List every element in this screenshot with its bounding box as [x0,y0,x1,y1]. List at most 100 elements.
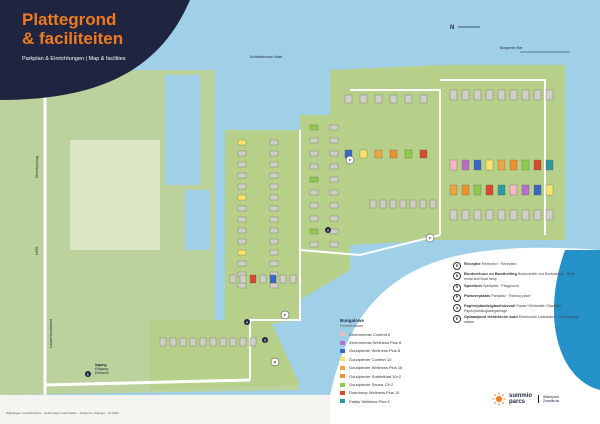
bungalow-plot [309,215,319,222]
brand-name-1: summio [509,393,533,399]
bungalow-plot [419,149,428,159]
bungalow-plot [309,189,319,196]
marina-west [165,75,200,185]
bungalow-plot [269,227,279,234]
main-peninsula [225,130,300,330]
bungalow-plot [485,184,494,196]
bungalow-plot [449,209,458,221]
bungalow-plot [419,94,428,104]
facility-key-icon: R [453,262,461,270]
facility-markers: P P A A S P R E [85,155,435,377]
svg-text:S: S [264,339,267,343]
bungalow-legend-item: Roerdomp Wellness Plus 10 [340,389,450,397]
west-field [70,140,160,250]
bungalow-legend-label: Zilvermeeuw Wellness Plus 6 [349,340,402,346]
bungalow-color-swatch [340,390,345,395]
bungalow-plot [497,159,506,171]
road-south [44,378,251,387]
bungalow-plot [309,176,319,183]
bungalow-plot [269,282,279,289]
footer-text: Wijzigingen voorbehouden · Änderungen vo… [6,411,119,415]
bungalow-plot [279,274,287,284]
bungalow-plot [237,161,247,168]
bungalow-legend: Bungalows Ferienhäuser Zilvermeeuw Comfo… [340,318,450,406]
bungalow-plot [419,199,427,209]
bungalow-plot [329,124,339,131]
bungalow-plot [237,260,247,267]
bungalow-legend-item: Zilvermeeuw Comfort 6 [340,330,450,338]
entrance-label-3: Entrance [95,371,109,375]
facility-label: Parkeerplaats [464,292,491,298]
title-line-2: & faciliteiten [22,29,124,48]
legend-panel [330,247,600,424]
bungalow-color-swatch [340,348,345,353]
bungalow-plot [485,209,494,221]
page-title: Plattegrond & faciliteiten [22,10,172,48]
road-north-label: Dirmetsjebrug [35,156,39,178]
bungalow-plot [329,228,339,235]
bungalow-plot [159,337,167,347]
svg-text:P: P [284,313,287,318]
bungalow-plot [269,139,279,146]
bungalow-plot [369,199,377,209]
bungalow-plot [329,202,339,209]
bungalow-plot [461,89,470,101]
bungalow-plot [309,241,319,248]
brand-sub-1: Waterpark [543,395,560,399]
bungalow-plot [545,209,554,221]
bungalow-plot [237,205,247,212]
bungalow-plot [329,215,339,222]
bungalow-plot [374,94,383,104]
bungalow-plot [179,337,187,347]
marina-west-2 [185,190,210,250]
bungalow-legend-item: Goudplevier Comfort 10 [340,355,450,363]
facility-key-icon: B [453,272,461,281]
bungalow-plot [309,202,319,209]
bungalow-legend-subtitle: Ferienhäuser [340,323,364,328]
bungalow-plot [249,337,257,347]
bungalow-legend-item: Zilvermeeuw Wellness Plus 6 [340,338,450,346]
bungalow-plot [533,209,542,221]
canal-east-label: Burgumer Mar [500,46,523,50]
facility-label: Bootverhuur en Boothelling [464,271,517,277]
bungalow-plot [485,89,494,101]
bungalow-plot [497,209,506,221]
facility-label: Speeltuin [464,282,483,288]
svg-text:A: A [246,321,249,325]
bungalow-color-swatch [340,374,345,379]
bungalow-legend-label: Goudplevier Rubbelbad 16+2 [349,373,402,379]
bungalow-plot [269,172,279,179]
bungalow-plot [237,282,247,289]
bungalow-plot [269,216,279,223]
bungalow-plot [404,149,413,159]
bungalow-plot [269,161,279,168]
entrance-label-1: Ingang [95,363,106,367]
brand-sub-2: Zwartkruis [543,399,560,403]
bungalow-legend-label: Patrijs Wellness Plus 6 [349,398,390,404]
svg-text:A: A [327,229,330,233]
park-path [249,79,546,380]
facility-detail: Parkplatz · Parking place [491,293,531,298]
bungalow-plot [449,89,458,101]
lower-field [150,320,300,390]
bungalow-plot [509,159,518,171]
facility-key-icon: A [453,303,461,312]
bungalow-plot [409,199,417,209]
bungalow-plot [237,249,247,256]
bungalow-plot [473,89,482,101]
page-subtitle: Parkplan & Einrichtungen | Map & facilit… [22,56,126,62]
bungalow-legend-list: Zilvermeeuw Comfort 6 Zilvermeeuw Wellnes… [340,330,450,406]
bungalow-plot [237,172,247,179]
facility-key-icon: S [453,283,461,292]
bungalow-plot [199,337,207,347]
entrance-label-2: Eingang [95,367,108,371]
bungalow-plot [389,94,398,104]
facility-label: Oplaadpunt elektrische auto [464,314,518,320]
bungalow-plot [389,199,397,209]
facility-detail: Bootsverleih und Bootsrampe · Boat renta… [464,272,575,281]
bungalow-plot [473,159,482,171]
bungalow-plot [379,199,387,209]
bungalow-plot [449,184,458,196]
